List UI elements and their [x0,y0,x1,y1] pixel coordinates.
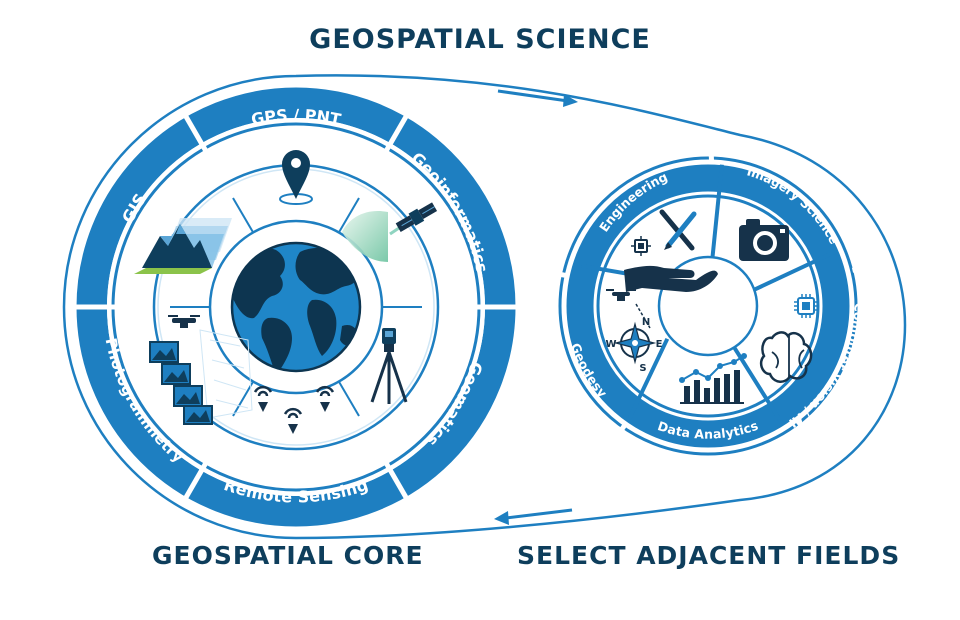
location-pin-icon [279,150,313,205]
bar-chart-icon [679,353,747,404]
core-circle: GPS / PNT Geoinformatics Geomatics Remot… [72,87,520,527]
tools-hand-icon [624,209,718,292]
compass-drone-icon: N W E S [605,289,663,374]
core-label-gps: GPS / PNT [250,106,343,130]
signal-sensors-icon [253,385,335,419]
compass-label-w: W [605,339,616,350]
page-title: GEOSPATIAL SCIENCE [309,24,651,55]
brain-chip-icon [759,294,818,383]
connector-loop [62,74,907,540]
arrow-left-icon [494,508,573,525]
surveying-tripod-icon [370,328,408,404]
core-heading: GEOSPATIAL CORE [152,541,424,570]
arrow-right-icon [497,89,578,107]
compass-label-n: N [642,317,650,328]
adjacent-heading: SELECT ADJACENT FIELDS [517,541,901,570]
terrain-layers-icon [134,218,232,274]
drone-photo-stack-icon [149,315,253,425]
adjacent-circle: Imagery Science Computer Vision / AI Dat… [552,146,867,456]
compass-label-s: S [639,363,646,374]
compass-label-e: E [656,339,663,350]
satellite-icon [342,202,438,262]
camera-icon [739,219,789,261]
